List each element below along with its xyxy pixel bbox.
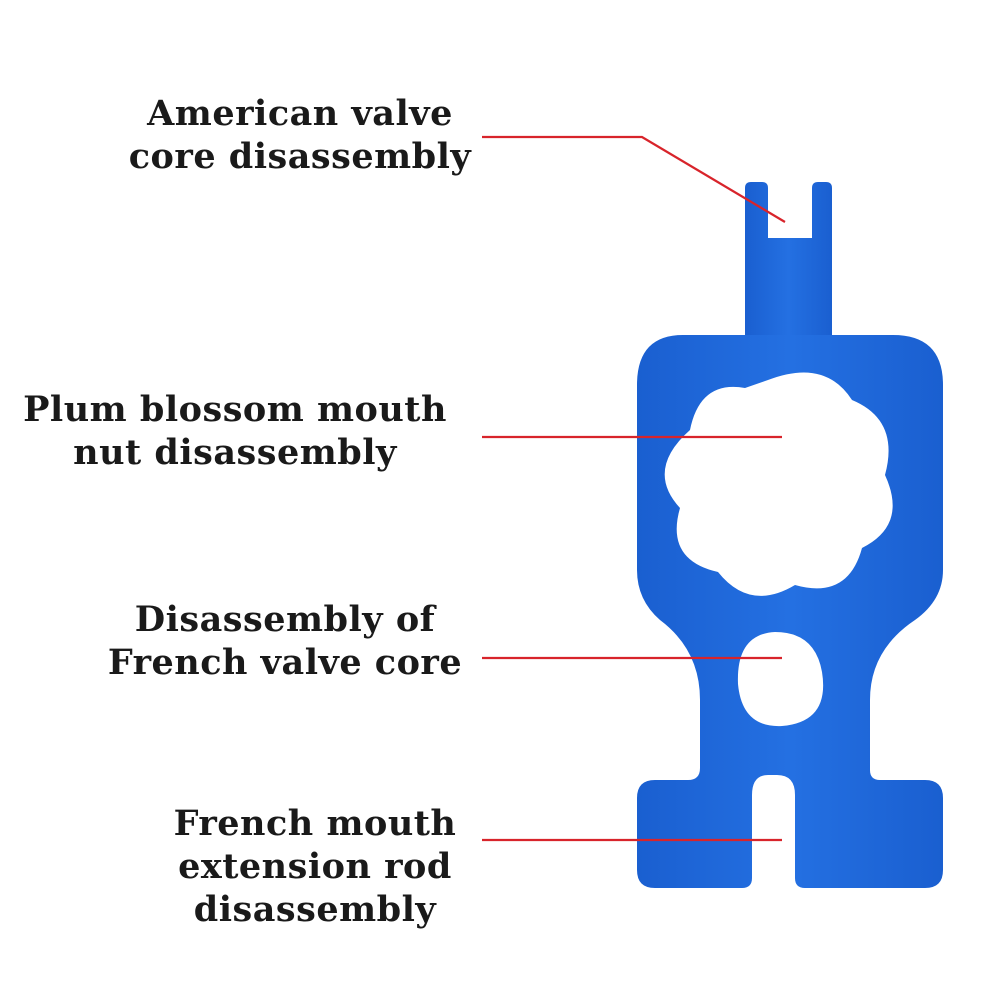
french-core-hole: [737, 632, 824, 727]
callout-line: nut disassembly: [73, 432, 397, 473]
callout-line: French valve core: [107, 642, 463, 683]
callout-line: French mouth: [173, 803, 457, 844]
callout-plum-blossom: Plum blossom mouth nut disassembly: [0, 388, 470, 474]
leader-lines: [482, 135, 786, 842]
callout-line: Plum blossom mouth: [23, 389, 447, 430]
plum-blossom-cutout: [664, 372, 893, 596]
callout-line: core disassembly: [128, 136, 472, 177]
callout-extension-rod: French mouth extension rod disassembly: [145, 802, 485, 931]
american-valve-prong: [745, 182, 832, 340]
callout-line: extension rod: [178, 846, 452, 887]
callout-american-valve: American valve core disassembly: [120, 92, 480, 178]
leader-line-american: [482, 135, 786, 223]
callout-line: American valve: [147, 93, 453, 134]
callout-line: disassembly: [193, 889, 437, 930]
callout-line: Disassembly of: [134, 599, 436, 640]
callout-french-core: Disassembly of French valve core: [85, 598, 485, 684]
